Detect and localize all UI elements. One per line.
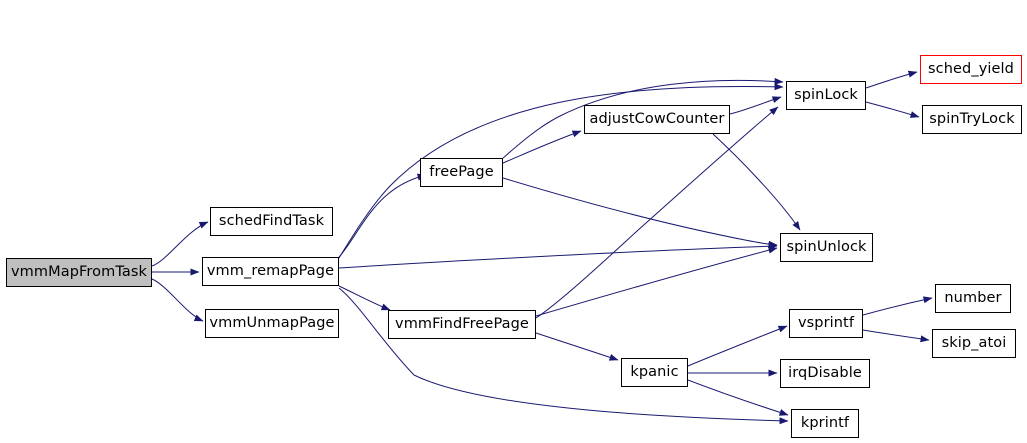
node-vmm_remapPage[interactable]: vmm_remapPage (202, 257, 339, 286)
node-vmmFindFreePage[interactable]: vmmFindFreePage (388, 310, 536, 339)
edge-adjustCowCounter-to-spinLock (729, 96, 782, 115)
edge-vmm_remapPage-to-spinUnlock (338, 242, 778, 269)
node-vmmUnmapPage[interactable]: vmmUnmapPage (205, 309, 339, 338)
node-number[interactable]: number (935, 284, 1011, 313)
node-label: spinUnlock (786, 239, 867, 256)
node-spinUnlock[interactable]: spinUnlock (780, 233, 873, 262)
node-adjustCowCounter[interactable]: adjustCowCounter (584, 105, 730, 134)
node-vsprintf[interactable]: vsprintf (789, 309, 863, 338)
edge-kpanic-to-vsprintf (687, 325, 788, 367)
edge-vmm_remapPage-to-kprintf (338, 287, 789, 425)
node-label: freePage (429, 164, 494, 181)
node-spinTryLock[interactable]: spinTryLock (922, 105, 1022, 134)
edge-spinLock-to-spinTryLock (865, 101, 920, 118)
node-label: vmmUnmapPage (209, 315, 335, 332)
node-label: vmmFindFreePage (395, 316, 529, 333)
edge-vmmFindFreePage-to-spinLock (535, 106, 779, 319)
edge-spinLock-to-sched_yield (865, 70, 918, 89)
edge-vmmFindFreePage-to-spinUnlock (535, 246, 778, 317)
edge-kpanic-to-kprintf (687, 379, 789, 416)
node-vmmMapFromTask[interactable]: vmmMapFromTask (6, 258, 152, 287)
node-spinLock[interactable]: spinLock (786, 81, 866, 110)
node-label: spinLock (794, 87, 858, 104)
node-schedFindTask[interactable]: schedFindTask (210, 207, 333, 236)
node-label: irqDisable (788, 365, 862, 382)
node-kprintf[interactable]: kprintf (791, 409, 859, 438)
node-label: vmmMapFromTask (10, 264, 148, 281)
node-label: spinTryLock (929, 111, 1015, 128)
edge-vmmMapFromTask-to-schedFindTask (151, 221, 209, 267)
edge-adjustCowCounter-to-spinUnlock (712, 133, 801, 231)
node-skip_atoi[interactable]: skip_atoi (932, 329, 1016, 358)
edge-vsprintf-to-number (862, 296, 933, 316)
node-label: sched_yield (928, 61, 1014, 78)
node-label: kprintf (800, 415, 850, 432)
edge-vsprintf-to-skip_atoi (862, 329, 930, 343)
edge-vmmMapFromTask-to-vmmUnmapPage (151, 278, 204, 322)
edge-freePage-to-adjustCowCounter (502, 130, 582, 164)
node-label: kpanic (630, 364, 679, 381)
edge-group (151, 70, 933, 425)
node-freePage[interactable]: freePage (420, 158, 503, 187)
node-label: schedFindTask (218, 213, 325, 230)
edge-vmm_remapPage-to-spinLock (338, 83, 784, 259)
edge-vmm_remapPage-to-vmmFindFreePage (338, 285, 391, 311)
node-irqDisable[interactable]: irqDisable (780, 359, 870, 388)
node-label: number (944, 290, 1002, 307)
edge-freePage-to-spinUnlock (502, 177, 778, 248)
edge-vmmFindFreePage-to-kpanic (535, 332, 619, 361)
node-label: vsprintf (797, 315, 855, 332)
edge-vmm_remapPage-to-freePage (338, 173, 427, 258)
node-label: adjustCowCounter (589, 111, 725, 128)
node-kpanic[interactable]: kpanic (621, 358, 688, 387)
node-label: vmm_remapPage (206, 263, 335, 280)
node-sched_yield[interactable]: sched_yield (920, 55, 1022, 84)
node-label: skip_atoi (941, 335, 1007, 352)
edge-freePage-to-spinLock (502, 77, 784, 159)
